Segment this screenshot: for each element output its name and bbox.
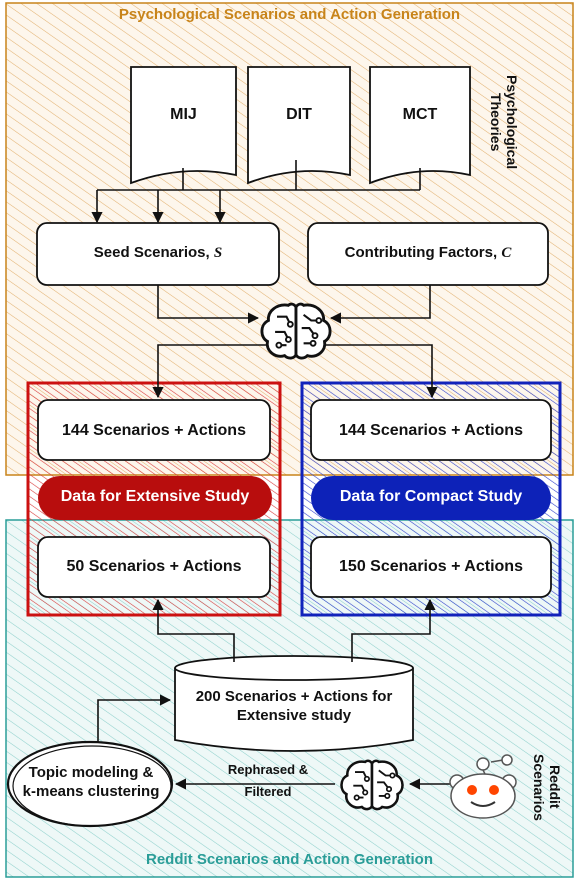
seed-scenarios-label: Seed Scenarios, S <box>37 244 279 263</box>
database-line-1: 200 Scenarios + Actions for <box>195 688 393 705</box>
compact-bottom-label: 150 Scenarios + Actions <box>339 558 523 575</box>
contributing-factors-text: Contributing Factors, <box>344 244 502 261</box>
compact-bottom-box <box>310 536 552 598</box>
psych-theories-label: Psychological Theories <box>487 75 520 170</box>
topic-to-database-connector <box>97 694 172 742</box>
rephrase-line-2: Filtered <box>244 784 292 800</box>
theory-connectors <box>91 160 421 224</box>
seed-symbol: S <box>213 245 223 261</box>
topic-modeling-label: Topic modeling & k-means clustering <box>8 764 174 802</box>
ai-brain-icon-bottom <box>340 759 404 811</box>
topic-line-1: Topic modeling & <box>28 764 154 781</box>
extensive-bottom-label: 50 Scenarios + Actions <box>66 558 242 575</box>
topic-modeling-ellipse <box>6 740 174 828</box>
doc-mct <box>369 66 471 185</box>
brain-connectors <box>152 285 438 399</box>
theory-mct: MCT <box>402 106 438 123</box>
doc-mij <box>130 66 237 185</box>
contributing-factors-box <box>307 222 549 286</box>
rephrase-label: Rephrased & Filtered <box>208 762 328 801</box>
compact-top-box <box>310 399 552 461</box>
compact-top-label: 144 Scenarios + Actions <box>339 422 523 439</box>
doc-dit <box>247 66 351 185</box>
database-connectors <box>152 598 436 662</box>
contributing-factors-label: Contributing Factors, C <box>308 244 548 263</box>
compact-pill <box>311 476 551 520</box>
top-section-title: Psychological Scenarios and Action Gener… <box>118 6 461 23</box>
database-label: 200 Scenarios + Actions for Extensive st… <box>172 688 416 726</box>
reddit-scenarios-label: Reddit Scenarios <box>530 753 563 821</box>
theory-dit: DIT <box>286 106 312 123</box>
ai-brain-icon <box>260 302 332 360</box>
database-line-2: Extensive study <box>236 706 352 724</box>
rephrase-line-1: Rephrased & <box>227 762 309 777</box>
extensive-top-label: 144 Scenarios + Actions <box>62 422 246 439</box>
extensive-top-box <box>37 399 271 461</box>
theory-mij: MIJ <box>170 106 197 123</box>
factors-symbol: C <box>501 245 512 261</box>
compact-pill-label: Data for Compact Study <box>339 488 523 505</box>
extensive-bottom-box <box>37 536 271 598</box>
topic-line-2: k-means clustering <box>22 782 160 800</box>
reddit-icon <box>449 754 517 819</box>
extensive-pill-label: Data for Extensive Study <box>60 488 250 505</box>
seed-scenarios-text: Seed Scenarios, <box>93 244 214 261</box>
extensive-pill <box>38 476 272 520</box>
bottom-section-title: Reddit Scenarios and Action Generation <box>146 851 433 868</box>
